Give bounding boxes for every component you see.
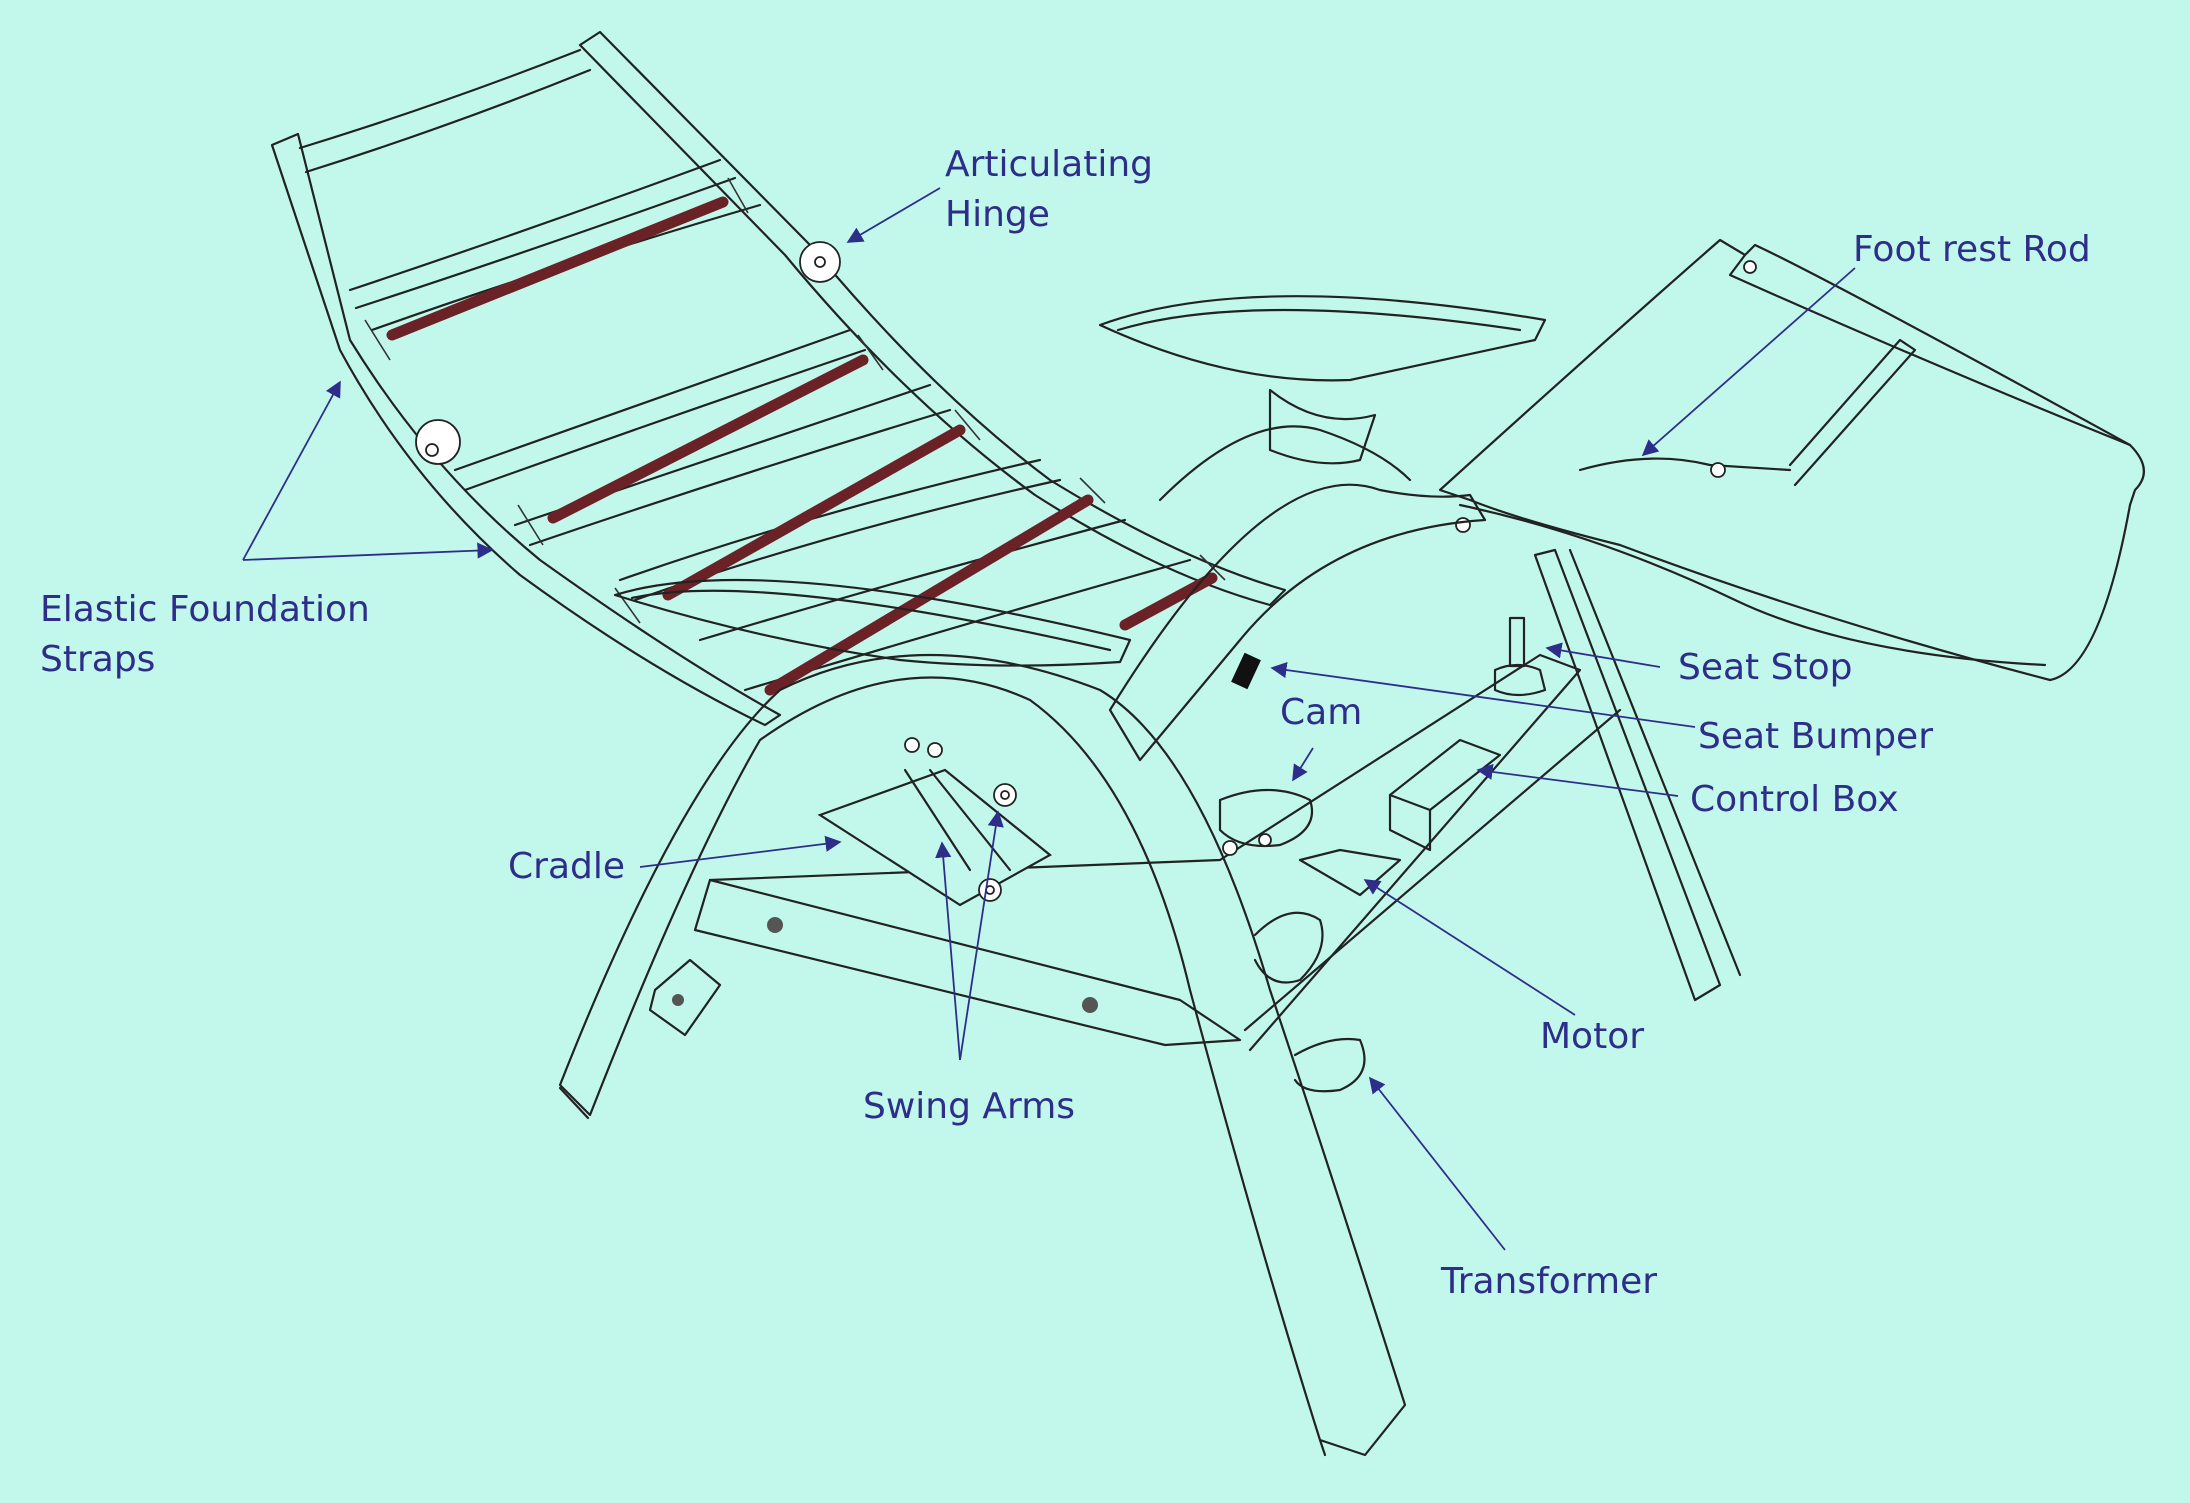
leader-hinge [846,187,941,243]
label-motor: Motor [1540,1016,1645,1057]
label-seat-stop: Seat Stop [1678,647,1853,688]
label-cam: Cam [1280,692,1363,733]
leader-motor [1363,879,1576,1016]
label-elastic-straps-line1: Elastic Foundation [40,589,370,630]
leader-cam [1292,747,1314,782]
label-seat-bumper: Seat Bumper [1698,716,1934,757]
hinge-group [415,241,841,465]
label-articulating-hinge: Articulating Hinge [945,140,1153,240]
rear-leg [1533,548,1742,1002]
label-cradle: Cradle [508,846,625,887]
leader-transformer [1368,1076,1506,1251]
seat-back-frame [270,30,1287,727]
label-transformer: Transformer [1441,1261,1658,1302]
label-swing-arms: Swing Arms [863,1086,1076,1127]
label-elastic-straps-line2: Straps [40,639,156,680]
cradle-mechanism [817,737,1052,907]
label-control-box: Control Box [1690,779,1899,820]
mechanism-parts [1218,388,1547,1093]
leader-seat-bumper [1270,661,1696,728]
label-articulating-hinge-line1: Articulating [945,144,1154,185]
front-leg-arch [558,653,1407,1457]
leader-straps-2 [242,542,494,561]
elastic-straps-group [386,196,1218,696]
leader-arrows [242,187,1856,1251]
seat-upper-frame [1108,425,1487,762]
leader-cradle [639,835,842,868]
armrests [613,295,1547,667]
leader-swing-arms-1 [935,841,961,1061]
foot-rest-frame [1438,238,2145,682]
label-articulating-hinge-line2: Hinge [945,194,1050,235]
leader-foot-rest [1641,267,1856,457]
base-rails [648,653,1622,1052]
leader-control-box [1476,763,1679,797]
leader-swing-arms-2 [959,810,1004,1061]
label-elastic-straps: Elastic Foundation Straps [40,585,370,685]
leader-seat-stop [1545,642,1661,668]
label-foot-rest-rod: Foot rest Rod [1853,229,2091,270]
leader-straps-1 [242,380,341,561]
